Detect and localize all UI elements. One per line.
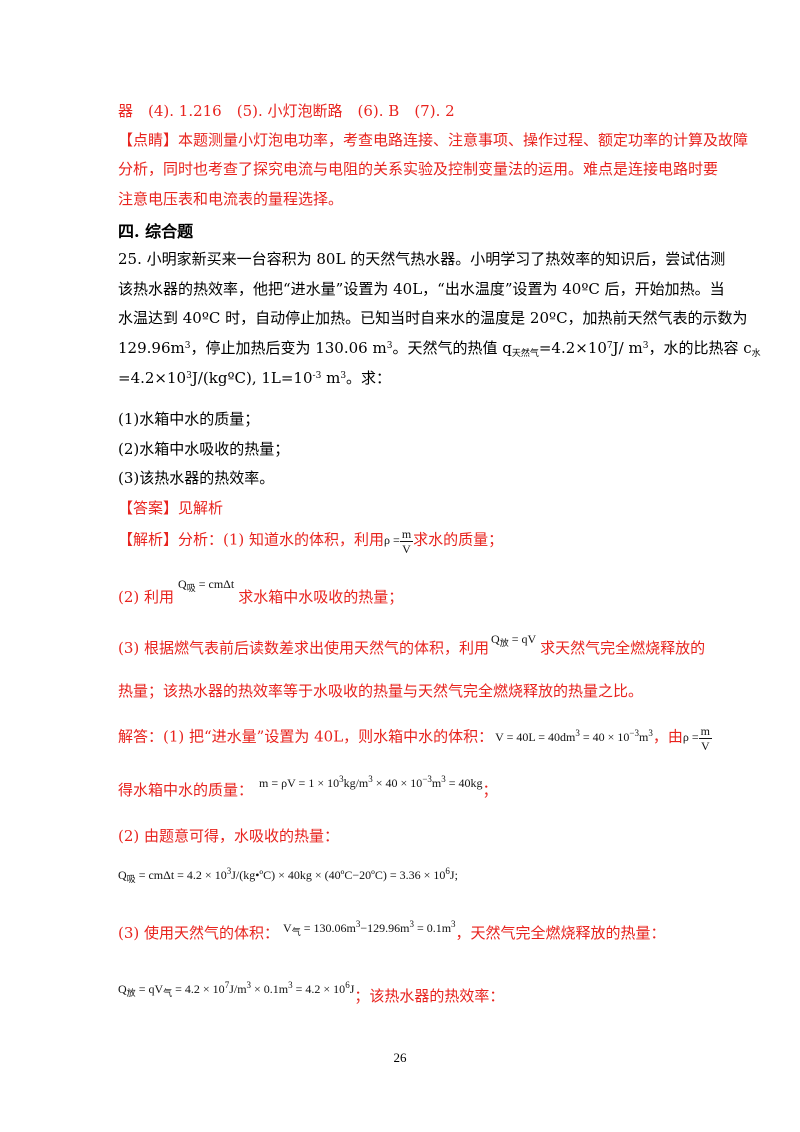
q4-part-a: 129.96m [118,339,185,357]
efficiency-text: ；该热水器的热效率： [354,987,505,1005]
analysis-text-a: 分析：(1) 知道水的体积，利用 [178,530,385,549]
solution-line-1: 解答：(1) 把“进水量”设置为 40L，则水箱中水的体积：V = 40L = … [118,724,712,753]
mass-eq: m = ρV = 1 × 103kg/m3 × 40 × 10−3m3 = 40… [259,774,483,790]
analysis-line-4: 热量；该热水器的热效率等于水吸收的热量与天然气完全燃烧释放的热量之比。 [118,682,644,700]
gas-text-a: (3) 使用天然气的体积： [118,924,280,942]
q5-part-c: m [321,369,341,387]
s3-part-a: (3) 根据燃气表前后读数差求出使用天然气的体积，利用 [118,639,490,657]
dianjing-line-2: 分析，同时也考查了探究电流与电阻的关系实验及控制变量法的运用。难点是连接电路时要 [118,160,719,178]
q5-part-a: =4.2×10 [118,369,187,387]
answer-tag: 【答案】 [118,499,179,517]
q4-part-g: ，水的比热容 c [648,339,752,357]
q4-sup-b: 3 [386,341,393,351]
mass-text-a: 得水箱中水的质量： [118,781,254,799]
s3-part-b: 求天然气完全燃烧释放的 [540,639,706,657]
release-eq: Q放 = qV气 = 4.2 × 107J/m3 × 0.1m3 = 4.2 ×… [118,980,355,998]
question-line-5: =4.2×103J/(kgºC), 1L=10-3 m3。求： [118,367,391,388]
q5-sup-c: 3 [340,371,347,381]
q5-sup-b: -3 [312,371,322,381]
heat-eq: Q吸 = cmΔt = 4.2 × 103J/(kg•ºC) × 40kg × … [118,866,458,884]
analysis-tag: 【解析】 [118,530,179,549]
analysis-line-2: (2) 利用Q吸 = cmΔt求水箱中水吸收的热量； [118,577,404,607]
requirement-2: (2)水箱中水吸收的热量； [118,440,290,458]
section-heading: 四. 综合题 [118,222,194,241]
solution-mass-line: 得水箱中水的质量： m = ρV = 1 × 103kg/m3 × 40 × 10… [118,774,498,800]
heat-formula: Q吸 = cmΔt [178,577,235,593]
answer-text: 见解析 [178,499,224,517]
analysis-text-b: 求水的质量； [413,530,504,549]
gas-volume-eq: V气 = 130.06m3−129.96m3 = 0.1m3 [283,919,456,937]
s2-part-b: 求水箱中水吸收的热量； [238,588,404,606]
q5-part-d: 。求： [346,369,392,387]
dianjing-line-3: 注意电压表和电流表的量程选择。 [118,190,344,208]
jd-part-a: 解答：(1) 把“进水量”设置为 40L，则水箱中水的体积： [118,727,494,746]
q4-sup-a: 3 [184,341,191,351]
answer-line-1: 器 (4). 1.216 (5). 小灯泡断路 (6). B (7). 2 [118,102,455,120]
q4-sup-c: 7 [606,341,613,351]
question-line-4: 129.96m3，停止加热后变为 130.06 m3。天然气的热值 q天然气=4… [118,337,761,359]
q4-part-b: ，停止加热后变为 130.06 m [190,339,387,357]
s2-part-a: (2) 利用 [118,588,175,606]
q4-sub-water: 水 [751,349,761,359]
requirement-1: (1)水箱中水的质量； [118,410,260,428]
answer-line: 【答案】见解析 [118,497,223,518]
mass-text-b: ； [482,781,498,799]
q4-part-f: J/ m [612,339,643,357]
solution-gas-line: (3) 使用天然气的体积：V气 = 130.06m3−129.96m3 = 0.… [118,919,666,943]
q5-part-b: J/(kgºC), 1L=10 [191,369,313,387]
page-number: 26 [393,1050,407,1065]
question-line-3: 水温达到 40ºC 时，自动停止加热。已知当时自来水的温度是 20ºC，加热前天… [118,309,748,327]
q4-sup-d: 3 [642,341,649,351]
q4-part-e: =4.2×10 [538,339,607,357]
q4-sub-gas: 天然气 [511,349,539,359]
volume-eq: V = 40L = 40dm3 = 40 × 10−3m3 [495,728,653,745]
q5-sup-a: 3 [186,371,192,381]
dianjing-text: 本题测量小灯泡电功率，考查电路连接、注意事项、操作过程、额定功率的计算及故障 [178,131,749,149]
dianjing-line-1: 【点睛】本题测量小灯泡电功率，考查电路连接、注意事项、操作过程、额定功率的计算及… [118,129,748,150]
requirement-3: (3)该热水器的热效率。 [118,469,275,487]
gas-text-b: ，天然气完全燃烧释放的热量： [455,924,666,942]
dianjing-tag: 【点睛】 [118,131,179,149]
heat-eq-line: Q吸 = cmΔt = 4.2 × 103J/(kg•ºC) × 40kg × … [118,865,458,884]
solution-heat-intro: (2) 由题意可得，水吸收的热量： [118,827,340,845]
question-line-1: 25. 小明家新买来一台容积为 80L 的天然气热水器。小明学习了热效率的知识后… [118,250,726,268]
fuel-formula: Q放 = qV [491,632,537,648]
jd-part-b: ，由 [652,727,683,746]
q4-part-c: 。天然气的热值 q [392,339,512,357]
question-line-2: 该热水器的热效率，他把“进水量”设置为 40L，“出水温度”设置为 40ºC 后… [118,280,725,298]
solution-release-line: Q放 = qV气 = 4.2 × 107J/m3 × 0.1m3 = 4.2 ×… [118,980,505,1006]
